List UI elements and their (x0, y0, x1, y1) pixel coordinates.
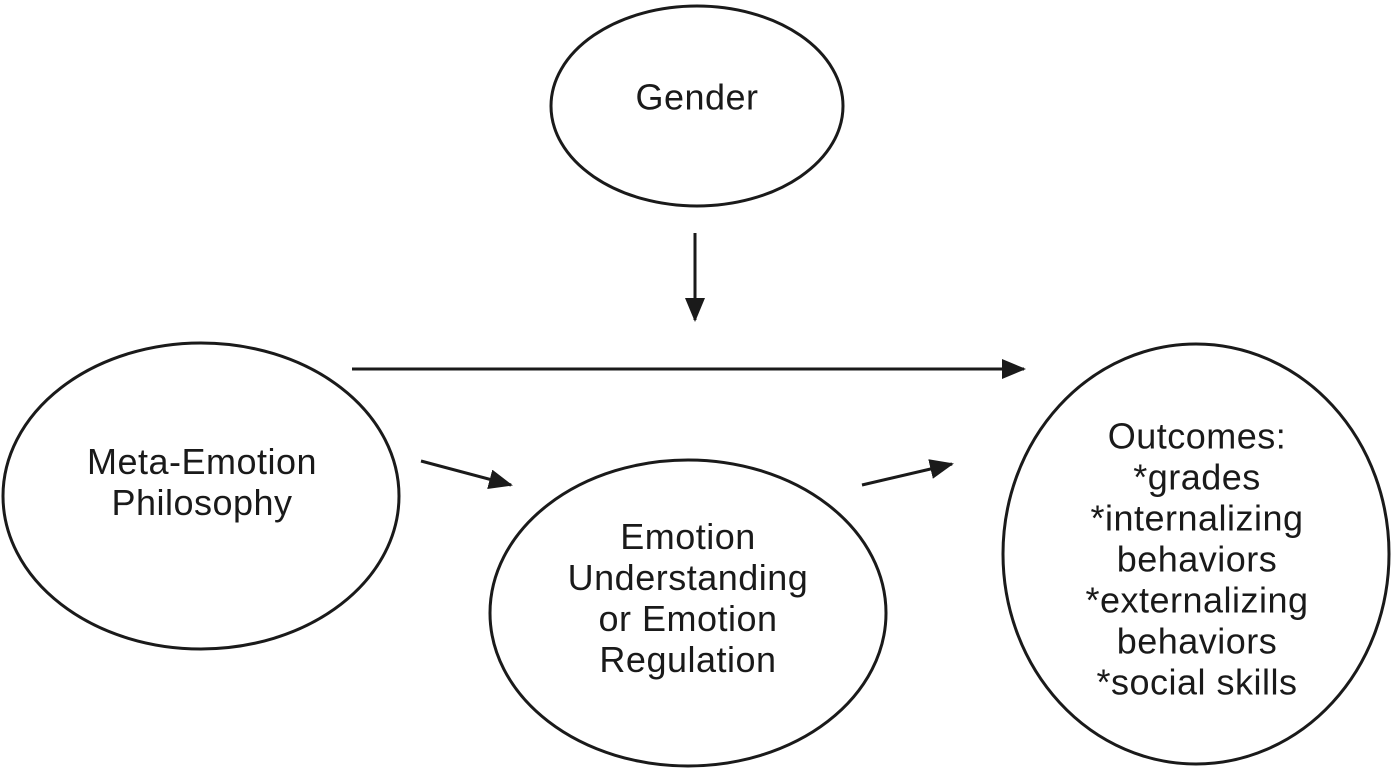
node-gender-ellipse (549, 4, 845, 208)
node-gender-label: Gender (635, 76, 759, 118)
node-meta-emotion-ellipse (1, 341, 401, 651)
node-outcomes-label: Outcomes: *grades *internalizing behavio… (1085, 415, 1309, 703)
arrow-emotion-understanding-to-outcomes (861, 459, 954, 487)
node-meta-emotion-label: Meta-Emotion Philosophy (86, 441, 318, 523)
arrow-meta-emotion-to-emotion-understanding (420, 459, 513, 489)
node-emotion-understanding-ellipse (488, 458, 888, 768)
node-emotion-understanding-label: Emotion Understanding or Emotion Regulat… (567, 516, 809, 680)
node-outcomes-ellipse (1001, 342, 1391, 766)
